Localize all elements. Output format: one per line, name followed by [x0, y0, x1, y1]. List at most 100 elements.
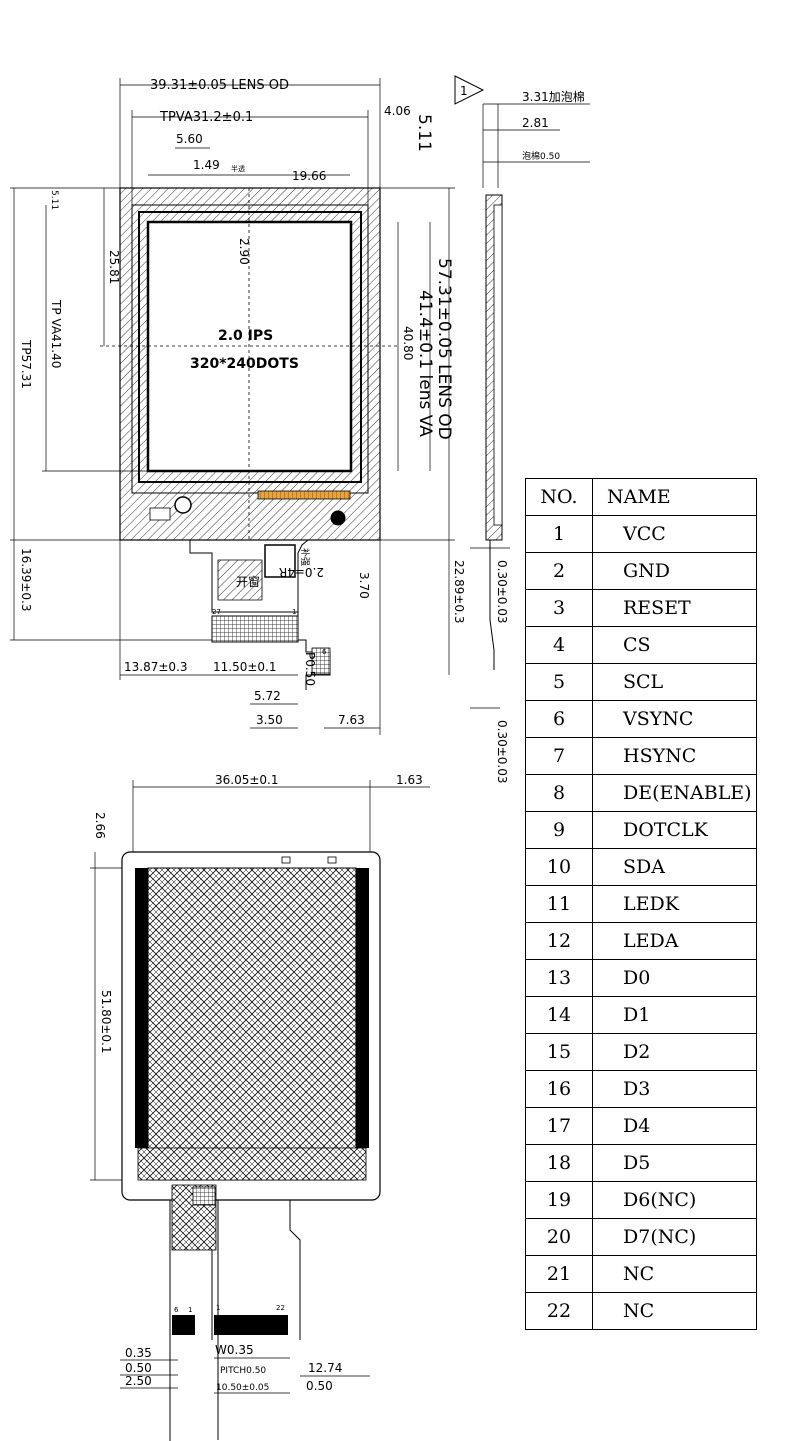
bv-backlight-panel [147, 867, 357, 1181]
pin-number: 10 [525, 848, 593, 886]
dim-fpc-height: 16.39±0.3 [19, 548, 33, 612]
pin-number: 5 [525, 663, 593, 701]
side-foam: 泡棉0.50 [522, 150, 560, 162]
dim-lens-od-width: 39.31±0.05 LENS OD [150, 78, 289, 93]
bv-left-0-35: 0.35 [125, 1346, 152, 1360]
lcd-frame [138, 211, 362, 483]
resolution-label: 320*240DOTS [190, 356, 299, 372]
dim-25-81: 25.81 [107, 250, 121, 284]
dim-22-89: 22.89±0.3 [452, 560, 466, 624]
bv-dim-10-50: 10.50±0.05 [216, 1383, 269, 1393]
pin-name: DOTCLK [592, 811, 757, 849]
dim-2-90: 2.90 [237, 238, 251, 265]
pin-number: 15 [525, 1033, 593, 1071]
pin-number: 1 [525, 515, 593, 553]
side-dim-0-30-b: 0.30±0.03 [495, 720, 509, 784]
dim-5-60: 5.60 [176, 132, 203, 146]
window-label: 开窗 [236, 575, 260, 589]
pin-number: 8 [525, 774, 593, 812]
pin-name: VCC [592, 515, 757, 553]
side-thickness: 2.81 [522, 116, 549, 130]
pin-number: 2 [525, 552, 593, 590]
pin-number: 6 [525, 700, 593, 738]
bv-fpc-connector-a [171, 1184, 217, 1251]
pin-number: 7 [525, 737, 593, 775]
dim-4-06: 4.06 [384, 104, 411, 118]
dim-19-66: 19.66 [292, 169, 326, 183]
bv-fpc-tab-6 [172, 1315, 195, 1335]
bottom-view: 36.05±0.1 1.63 2.66 51.80±0.1 1 22 6 1 W… [90, 773, 430, 1441]
header-name: NAME [592, 478, 757, 516]
dim-3-50: 3.50 [256, 713, 283, 727]
dim-40-80: 40.80 [401, 326, 415, 360]
bv-pin-1: 1 [216, 1304, 220, 1312]
dim-5-72: 5.72 [254, 689, 281, 703]
pin-number: 21 [525, 1255, 593, 1293]
fpc-side-pads [311, 647, 331, 675]
bv-fpc-right [211, 1200, 301, 1340]
component-pad [149, 507, 171, 521]
display-area [146, 220, 353, 473]
dim-1-49: 1.49 [193, 158, 220, 172]
pin-number: 19 [525, 1181, 593, 1219]
dim-tp-va-height: TP VA41.40 [49, 299, 63, 368]
pin-number: 9 [525, 811, 593, 849]
driver-ic-strip [257, 490, 351, 500]
pin-name: D7(NC) [592, 1218, 757, 1256]
pin-number: 18 [525, 1144, 593, 1182]
fpc-component [264, 544, 296, 578]
dim-5-11-left: 5.11 [49, 190, 59, 210]
bv-pitch: PITCH0.50 [220, 1366, 266, 1376]
pin-number: 22 [525, 1292, 593, 1330]
tp-active-area [131, 204, 369, 494]
dim-7-63: 7.63 [338, 713, 365, 727]
bv-dim-12-74: 12.74 [308, 1361, 342, 1375]
side-foam-total: 3.31加泡棉 [522, 90, 585, 104]
fpc-connector [211, 615, 299, 643]
pin-number: 11 [525, 885, 593, 923]
bv-pin-6: 6 [174, 1306, 179, 1314]
pin-name: RESET [592, 589, 757, 627]
revision-triangle [454, 75, 485, 105]
fpc-window [217, 559, 263, 601]
pin-number: 4 [525, 626, 593, 664]
pin-name: SCL [592, 663, 757, 701]
dim-radius-note: 2.0=4R [279, 565, 324, 579]
pin-name: VSYNC [592, 700, 757, 738]
pin-name: CS [592, 626, 757, 664]
dim-lens-od-height: 57.31±0.05 LENS OD [434, 258, 454, 440]
pin-number: 13 [525, 959, 593, 997]
bv-backlight-strip-right [356, 868, 369, 1148]
dim-tp-height: TP57.31 [19, 339, 33, 389]
top-view: 39.31±0.05 LENS OD TPVA31.2±0.1 4.06 5.1… [10, 78, 466, 735]
pin-name: LEDK [592, 885, 757, 923]
pin-name: SDA [592, 848, 757, 886]
fpc-tail [189, 539, 309, 613]
revision-mark: 1 [460, 84, 468, 98]
pin-name: D0 [592, 959, 757, 997]
pin-number: 16 [525, 1070, 593, 1108]
pin-number: 3 [525, 589, 593, 627]
pin-number: 20 [525, 1218, 593, 1256]
pin-name: D4 [592, 1107, 757, 1145]
stiffener-label: 补强 [299, 548, 311, 566]
fpc-pin-6: 6 [322, 648, 327, 656]
